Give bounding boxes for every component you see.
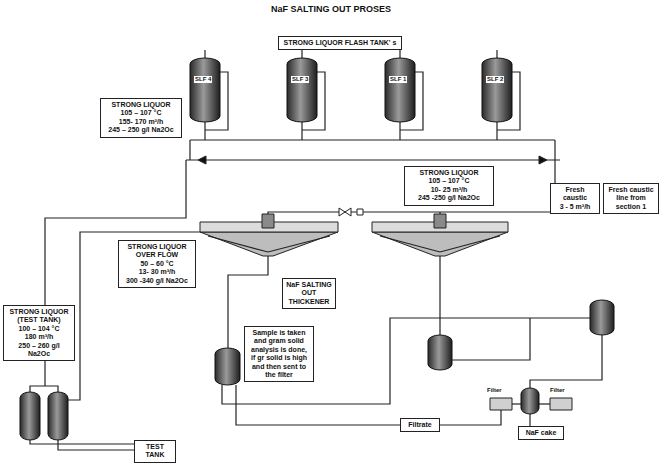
collector-pipe <box>189 140 190 160</box>
thickener-cone <box>372 232 508 256</box>
test-tank <box>48 392 68 440</box>
info-box: NaF cake <box>518 426 564 440</box>
filter-pipe <box>539 403 550 404</box>
cake-chute <box>529 414 530 426</box>
tank-outlet <box>204 122 205 140</box>
diagram-title: NaF SALTING OUT PROSES <box>0 4 662 14</box>
title-box: STRONG LIQUOR FLASH TANK' s <box>278 36 402 50</box>
box-text: Fresh caustic <box>554 186 596 203</box>
rake-arm <box>208 236 330 252</box>
vapour-nozzle <box>204 50 205 58</box>
box-text: NaF cake <box>522 429 560 437</box>
valve-symbol <box>339 208 351 216</box>
box-text: Filtrate <box>404 421 436 429</box>
box-text: 100 – 104 °C <box>7 325 71 333</box>
info-box: STRONG LIQUOR105 – 107 °C10- 25 m³/h245 … <box>404 166 494 206</box>
filter-tank <box>521 388 539 414</box>
box-text: 3 - 5 m³/h <box>554 203 596 211</box>
underflow-pipe <box>439 256 440 335</box>
filter-unit <box>550 398 572 410</box>
box-text: 180 m³/h <box>7 333 71 341</box>
flash-tank <box>385 58 415 122</box>
collector-pipe <box>554 140 555 160</box>
flash-tank <box>190 58 220 122</box>
info-box: Filtrate <box>400 418 440 432</box>
info-box: Sample is taken and gram solid analysis … <box>244 326 314 382</box>
box-text: STRONG LIQUOR <box>408 169 490 177</box>
info-box: Fresh caustic line from section 1 <box>603 183 659 214</box>
thickener-cone <box>200 232 338 256</box>
rake-arm <box>380 236 500 252</box>
info-box: STRONG LIQUOR OVER FLOW50 – 60 °C13- 30 … <box>118 240 196 288</box>
collector-pipe <box>190 139 555 140</box>
box-text: NaF SALTING OUT THICKENER <box>286 281 332 306</box>
info-box: Fresh caustic3 - 5 m³/h <box>550 183 600 214</box>
tank-outlet <box>496 122 497 140</box>
instrument-symbol <box>357 209 363 215</box>
flow-arrow <box>198 156 206 164</box>
box-text: 105 – 107 °C <box>408 177 490 185</box>
filter-unit <box>490 398 512 410</box>
box-text: STRONG LIQUOR OVER FLOW <box>122 243 192 260</box>
outlet-pipe <box>58 440 134 450</box>
tank-tag: SLF 1 <box>389 76 407 83</box>
tank-tag: SLF 2 <box>486 76 504 83</box>
vapour-nozzle <box>496 50 497 58</box>
box-text: 13- 30 m³/h <box>122 268 192 276</box>
slurry-pipe <box>530 335 602 388</box>
box-text: TEST TANK <box>138 443 172 460</box>
strong-liquor-header <box>186 159 560 160</box>
feed-well <box>262 214 274 228</box>
info-box: STRONG LIQUOR(TEST TANK)100 – 104 °C180 … <box>3 305 75 361</box>
box-text: Fresh caustic line from section 1 <box>607 186 655 211</box>
feed-well <box>434 214 446 228</box>
equipment-label: Filter <box>549 387 566 394</box>
box-text: (TEST TANK) <box>7 316 71 324</box>
vapour-nozzle <box>301 50 302 58</box>
overflow-pipe <box>68 232 200 400</box>
box-text: Sample is taken and gram solid analysis … <box>248 329 310 379</box>
box-text: 105 – 107 °C <box>104 109 178 117</box>
tank-outlet <box>301 122 302 140</box>
underflow-tank <box>215 348 240 385</box>
box-text: STRONG LIQUOR <box>7 308 71 316</box>
box-text: 245 -250 g/l Na2Oc <box>408 194 490 202</box>
filter-feed-tank <box>590 300 614 335</box>
underflow-tank <box>428 335 452 370</box>
filtrate-pipe <box>236 385 501 425</box>
flow-arrow <box>539 156 547 164</box>
box-text: 250 – 260 g/l Na2Oc <box>7 342 71 359</box>
vapour-nozzle <box>399 50 400 58</box>
box-text: STRONG LIQUOR <box>104 101 178 109</box>
info-box: NaF SALTING OUT THICKENER <box>282 278 336 309</box>
box-text: 245 – 250 g/l Na2Oc <box>104 126 178 134</box>
info-box: TEST TANK <box>134 440 176 463</box>
flash-tank <box>482 58 512 122</box>
info-box: STRONG LIQUOR105 – 107 °C155- 170 m³/h24… <box>100 98 182 138</box>
box-text: 300 -340 g/l Na2Oc <box>122 277 192 285</box>
test-tank <box>20 392 40 440</box>
box-text: 50 – 60 °C <box>122 260 192 268</box>
outlet-pipe <box>30 440 134 444</box>
tank-tag: SLF 4 <box>194 76 212 83</box>
distribution-pipe <box>30 386 58 392</box>
tank-tag: SLF 3 <box>291 76 309 83</box>
box-text: 155- 170 m³/h <box>104 118 178 126</box>
box-text: 10- 25 m³/h <box>408 186 490 194</box>
equipment-label: Filter <box>486 387 503 394</box>
tank-outlet <box>399 122 400 140</box>
flash-tank <box>287 58 317 122</box>
filter-pipe <box>512 403 521 404</box>
slurry-pipe <box>452 318 530 360</box>
box-text: STRONG LIQUOR FLASH TANK' s <box>282 39 398 47</box>
